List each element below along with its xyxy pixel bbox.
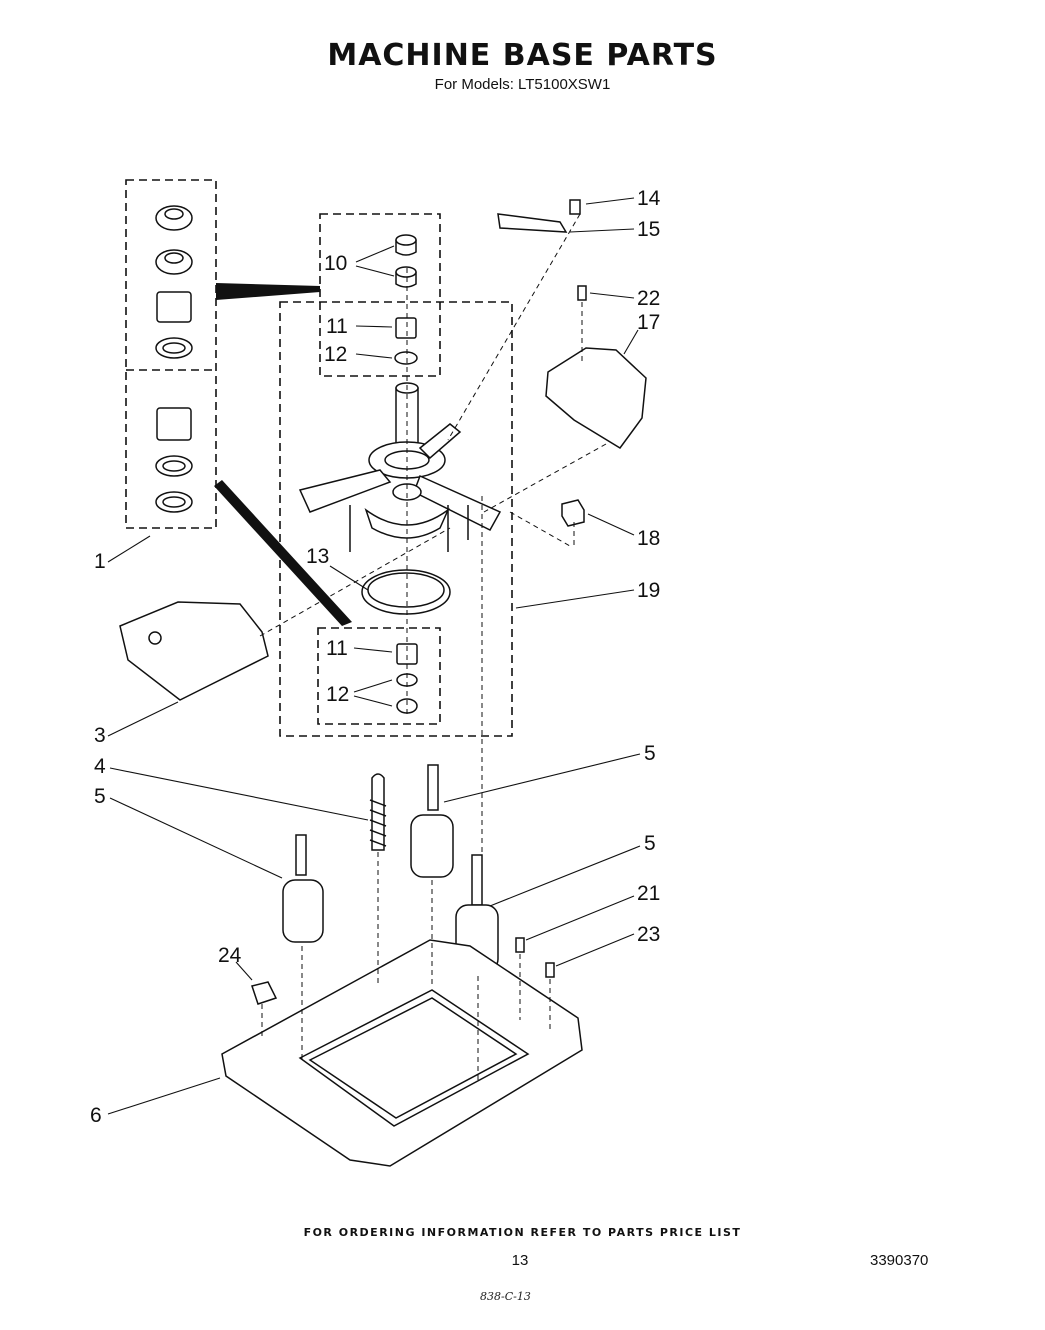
- callout-11-upper: 11: [326, 315, 348, 338]
- callout-14: 14: [637, 187, 661, 210]
- handwritten-note: 838-C-13: [480, 1290, 531, 1303]
- callout-leader-lines: [107, 197, 641, 1115]
- model-subtitle: For Models: LT5100XSW1: [434, 76, 611, 93]
- plate-shield-3: [119, 601, 269, 701]
- callout-3: 3: [94, 724, 106, 747]
- bracket-15: [497, 213, 568, 233]
- callout-13: 13: [306, 545, 329, 568]
- callout-4: 4: [94, 755, 106, 778]
- screw-23: [545, 962, 555, 978]
- transmission-assembly-box: [279, 213, 513, 737]
- callout-12-upper: 12: [324, 343, 347, 366]
- clip-24: [251, 981, 278, 1005]
- callout-11-lower: 11: [326, 637, 348, 660]
- callout-10: 10: [324, 252, 347, 275]
- callout-19: 19: [637, 579, 660, 602]
- callout-18: 18: [637, 527, 660, 550]
- callout-5-top: 5: [644, 742, 656, 765]
- suspension-dampers: [282, 764, 499, 972]
- screw-21: [515, 937, 525, 953]
- callout-5-left: 5: [94, 785, 106, 808]
- bearing-kit-box: [125, 179, 352, 626]
- callout-labels: 14 15 22 17 18 19 10 11 12 11 12 13 1 3 …: [90, 187, 661, 1127]
- callout-21: 21: [637, 882, 660, 905]
- callout-15: 15: [637, 218, 660, 241]
- callout-1: 1: [94, 550, 106, 573]
- callout-22: 22: [637, 287, 660, 310]
- callout-6: 6: [90, 1104, 102, 1127]
- callout-5-right: 5: [644, 832, 656, 855]
- screw-22: [577, 285, 587, 301]
- shield-17: [545, 347, 647, 449]
- page-number: 13: [511, 1252, 529, 1269]
- callout-23: 23: [637, 923, 660, 946]
- document-number: 3390370: [870, 1252, 929, 1269]
- callout-17: 17: [637, 311, 660, 334]
- page-title: MACHINE BASE PARTS: [327, 38, 718, 73]
- machine-base-6: [221, 939, 583, 1167]
- nut-18: [561, 499, 585, 527]
- callout-12-lower: 12: [326, 683, 349, 706]
- ordering-info-note: FOR ORDERING INFORMATION REFER TO PARTS …: [303, 1226, 742, 1239]
- screw-14: [569, 199, 581, 215]
- callout-24: 24: [218, 944, 242, 967]
